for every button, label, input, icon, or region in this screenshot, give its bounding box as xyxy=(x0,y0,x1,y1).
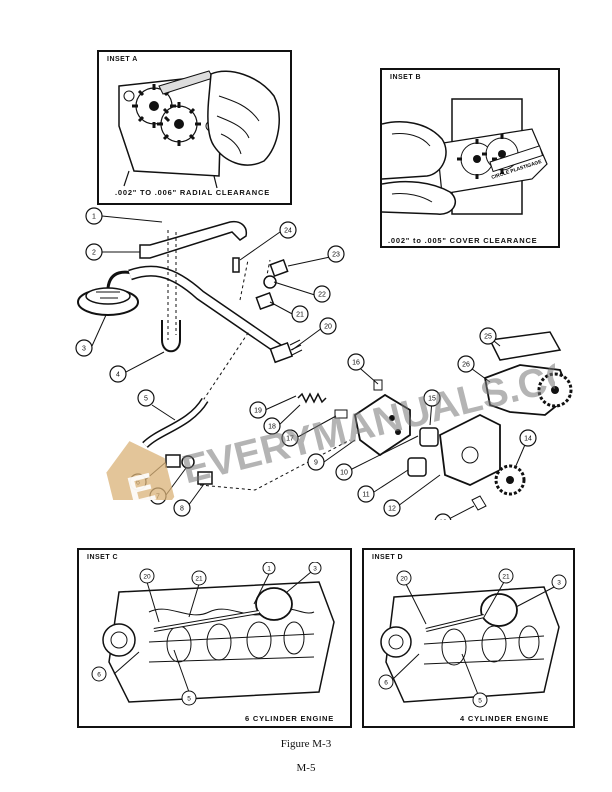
inset-c-callout-20: 20 xyxy=(143,574,151,581)
tube-ferrule xyxy=(181,455,195,469)
inset-d-callout-5: 5 xyxy=(478,698,482,705)
callout-14: 14 xyxy=(524,436,532,443)
inset-d-callout-21: 21 xyxy=(502,574,510,581)
cover-clearance-plastigage-illustration: CIRCLE PLASTIGAGE xyxy=(382,98,548,215)
callout-22: 22 xyxy=(318,292,326,299)
inset-a-caption: .002" TO .006" RADIAL CLEARANCE xyxy=(115,188,270,197)
inset-d-caption: 4 CYLINDER ENGINE xyxy=(460,714,550,723)
tube-nut xyxy=(165,454,181,468)
callout-26: 26 xyxy=(462,362,470,369)
tube-elbow xyxy=(197,471,213,485)
callout-19: 19 xyxy=(254,408,262,415)
inset-d-callout-6: 6 xyxy=(384,680,388,687)
inset-c-caption: 6 CYLINDER ENGINE xyxy=(245,714,335,723)
callout-20: 20 xyxy=(324,324,332,331)
inset-d-callout-3: 3 xyxy=(557,580,561,587)
four-cylinder-engine-illustration: 20 21 3 6 5 xyxy=(378,568,567,708)
oil-pump-gear-feeler-gauge-illustration xyxy=(118,70,280,189)
callout-3: 3 xyxy=(82,346,86,353)
callout-2: 2 xyxy=(92,250,96,257)
callout-8: 8 xyxy=(180,506,184,513)
inset-b: INSET B CIRCLE PLASTIGAGE .002" to .005"… xyxy=(380,68,560,248)
inset-c-callout-6: 6 xyxy=(97,672,101,679)
oil-pump-exploded-view: 1 2 3 4 5 6 7 8 9 10 11 12 13 14 15 16 1… xyxy=(75,207,573,521)
inset-a-title: INSET A xyxy=(107,56,138,63)
callout-11: 11 xyxy=(362,492,369,499)
callout-21: 21 xyxy=(296,312,304,319)
callout-13: 13 xyxy=(439,520,447,521)
oil-pump-cover xyxy=(353,393,411,457)
callout-1: 1 xyxy=(92,214,96,221)
inset-c-callout-21: 21 xyxy=(195,576,203,583)
relief-valve-parts xyxy=(297,379,383,419)
inset-d-callout-20: 20 xyxy=(400,576,408,583)
inset-c-callout-5: 5 xyxy=(187,696,191,703)
callout-5: 5 xyxy=(144,396,148,403)
inset-b-caption: .002" to .005" COVER CLEARANCE xyxy=(388,236,538,245)
six-cylinder-engine-illustration: 20 21 1 3 6 5 xyxy=(91,562,335,706)
callout-24: 24 xyxy=(284,228,292,235)
assembled-oil-pump xyxy=(483,364,573,416)
assembly-dashed-lines xyxy=(167,230,351,491)
oil-pump-screen xyxy=(77,270,141,316)
callout-leader-lines xyxy=(91,215,528,520)
inset-c-callout-3: 3 xyxy=(313,566,317,573)
oil-pump-bracket xyxy=(139,220,248,259)
callout-15: 15 xyxy=(428,396,436,403)
inset-c: INSET C 20 21 xyxy=(77,548,352,728)
inset-d: INSET D 20 21 3 xyxy=(362,548,575,728)
inset-b-title: INSET B xyxy=(390,74,422,81)
u-bolt xyxy=(161,320,181,353)
callout-9: 9 xyxy=(314,460,318,467)
figure-caption: Figure M-3 xyxy=(280,738,332,750)
pump-cover-gasket xyxy=(488,331,562,361)
inset-c-callout-1: 1 xyxy=(267,566,271,573)
callout-6: 6 xyxy=(136,480,140,487)
callout-16: 16 xyxy=(352,360,360,367)
inset-d-title: INSET D xyxy=(372,554,404,561)
callout-10: 10 xyxy=(340,470,348,477)
callout-23: 23 xyxy=(332,252,340,259)
page-number: M-5 xyxy=(296,762,316,774)
callout-12: 12 xyxy=(388,506,396,513)
callout-4: 4 xyxy=(116,372,120,379)
inset-c-title: INSET C xyxy=(87,554,119,561)
callout-17: 17 xyxy=(286,436,294,443)
callout-7: 7 xyxy=(156,494,160,501)
inset-a: INSET A .002" TO .006" RADIAL CLEARANCE xyxy=(97,50,292,205)
pump-mounting-screw xyxy=(471,495,487,511)
oil-pump-gears xyxy=(407,427,439,477)
callout-25: 25 xyxy=(484,334,492,341)
pipe-fittings-group xyxy=(232,257,289,310)
callout-18: 18 xyxy=(268,424,276,431)
